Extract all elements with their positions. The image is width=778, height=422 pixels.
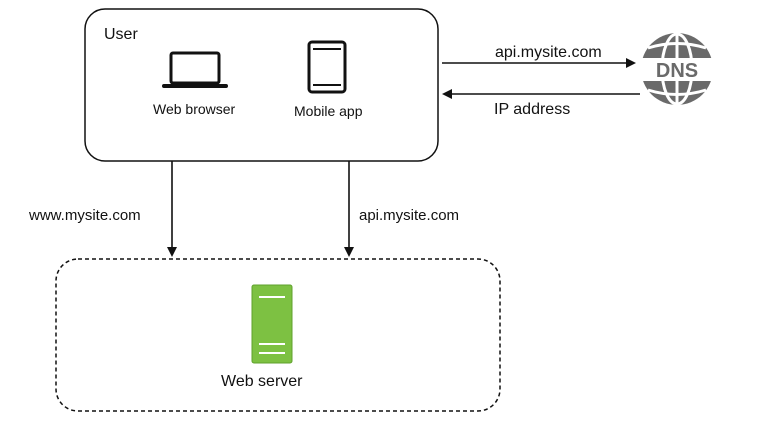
dns-response-label: IP address [494,101,571,118]
web-server-label: Web server [221,373,303,390]
user-box [84,8,439,162]
mobile-app-label: Mobile app [294,103,363,119]
mobile-phone-icon [307,40,347,94]
user-title: User [104,26,138,43]
server-icon [251,284,293,364]
mobile-domain-label: api.mysite.com [359,207,460,224]
laptop-icon [162,51,228,88]
browser-domain-label: www.mysite.com [29,207,141,224]
dns-request-label: api.mysite.com [495,44,602,61]
dns-icon-label: DNS [656,60,698,82]
web-browser-label: Web browser [153,101,236,117]
dns-icon: DNS [639,32,716,106]
